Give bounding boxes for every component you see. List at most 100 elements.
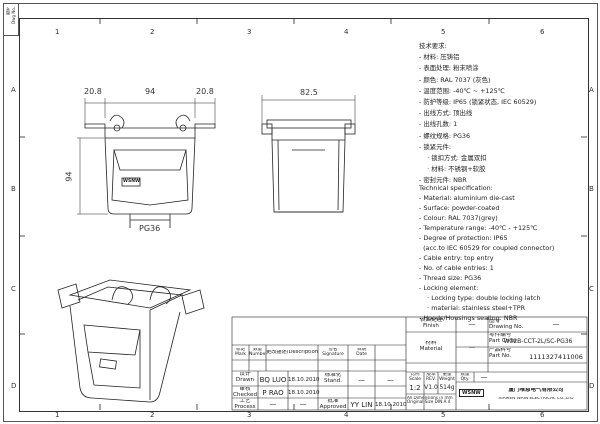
company-name-cn: 厦门唯恩电气有限公司: [508, 388, 564, 393]
col-signature: 签名 Signature: [322, 348, 344, 357]
stand-name: —: [358, 376, 365, 384]
company-logo: WSNW: [459, 389, 484, 397]
finish-value: —: [468, 320, 476, 328]
spec-cn-line: - 表面处理: 粉末喷涂: [419, 64, 479, 73]
spec-cn-line: - 密封元件: NBR: [419, 176, 467, 185]
finish-label: 表面处理 Finish: [419, 318, 443, 329]
company-name-en: XIAMEN WAIN ELECTRICAL CO.,LTD: [498, 397, 574, 401]
spec-cn-line: · 锁扣方式: 金属双扣: [419, 154, 487, 163]
checked-date: 18.10.2010: [288, 390, 320, 396]
dims-note: All Dimensions in mm Original Size DIN A…: [407, 396, 453, 405]
zone-left-d: D: [11, 382, 17, 390]
approved-name: YY LIN: [350, 401, 373, 409]
drawn-date: 18.10.2010: [288, 377, 320, 383]
zone-bottom-4: 4: [344, 411, 349, 419]
title-block-grid: [231, 316, 588, 411]
part-code-label: 零件编号 Part Code: [489, 333, 517, 344]
spec-en-line: - Colour: RAL 7037(grey): [419, 214, 498, 222]
spec-cn-line: - 防护等级: IP65 (锁紧状态, IEC 60529): [419, 98, 537, 107]
zone-top-2: 2: [150, 28, 155, 36]
spec-en-line: - Locking element:: [419, 284, 479, 292]
checked-label: 审核 Checked: [233, 387, 257, 398]
zone-right-b: B: [589, 185, 594, 193]
spec-cn: 技术要求:- 材料: 压铸铝- 表面处理: 粉末喷涂- 颜色: RAL 7037…: [419, 41, 536, 187]
zone-bottom-3: 3: [247, 411, 252, 419]
qty-value: —: [480, 373, 488, 381]
zone-top-5: 5: [441, 28, 446, 36]
dim-front-right: 20.8: [196, 87, 214, 96]
zone-left-a: A: [11, 86, 16, 94]
spec-cn-line: - 螺纹规格: PG36: [419, 131, 471, 140]
material-label: 材料 Material: [419, 341, 443, 352]
weight-label: 重量 Weight: [439, 373, 455, 382]
qty-label: 数量 Qty.: [460, 373, 470, 382]
spec-cn-line: - 颜色: RAL 7037 (灰色): [419, 75, 491, 84]
process-label: 工艺 Process: [234, 399, 256, 410]
spec-cn-heading: 技术要求:: [419, 42, 447, 50]
spec-en-heading: Technical specification:: [419, 184, 493, 192]
col-mark: 标记 Mark: [234, 348, 247, 357]
zone-bottom-1: 1: [55, 411, 60, 419]
zone-top-6: 6: [540, 28, 545, 36]
zone-bottom-2: 2: [150, 411, 155, 419]
spec-cn-line: - 锁紧元件:: [419, 142, 452, 151]
zone-left-b: B: [11, 185, 16, 193]
drawing-no-value: —: [552, 320, 560, 328]
front-view-hood: [77, 98, 216, 228]
spec-en-line: - Hoods/Housings sealing: NBR: [419, 314, 518, 322]
material-value: —: [468, 343, 476, 351]
isometric-view-hood: [57, 279, 205, 403]
rev-label: 版本 REV.: [426, 373, 436, 382]
process-name: —: [269, 400, 277, 408]
spec-en-line: - Thread size: PG36: [419, 274, 482, 282]
spec-cn-line: - 温度范围: -40℃ ~ +125℃: [419, 86, 505, 95]
approved-label: 批准 Approved: [319, 399, 347, 410]
part-code-value: W32B-CCT-2L/SC-PG36: [503, 338, 573, 345]
dim-side-width: 82.5: [300, 88, 318, 97]
col-date: 日期 Date: [356, 348, 367, 357]
checked-name: P RAO: [262, 389, 284, 397]
spec-cn-line: - 出线孔数: 1: [419, 120, 458, 129]
zone-right-d: D: [589, 382, 595, 390]
zone-top-1: 1: [55, 28, 60, 36]
zone-bottom-5: 5: [441, 411, 446, 419]
zone-left-c: C: [11, 285, 16, 293]
spec-cn-line: · 材料: 不锈钢+软胶: [419, 165, 486, 174]
spec-en-line: - Surface: powder-coated: [419, 204, 500, 212]
spec-en: Technical specification: - Material: alum…: [419, 183, 554, 323]
spec-en-line: - No. of cable entries: 1: [419, 264, 494, 272]
dim-front-left: 20.8: [84, 87, 102, 96]
spec-en-line: - Degree of protection: IP65: [419, 234, 508, 242]
zone-top-4: 4: [344, 28, 349, 36]
scale-label: 比例 Scale: [408, 373, 422, 382]
zone-right-c: C: [589, 285, 594, 293]
drawn-name: BQ LUO: [259, 376, 287, 384]
spec-en-line: (acc.to IEC 60529 for coupled connector): [419, 244, 555, 252]
drawing-no-label: 图号 Drawing No.: [489, 319, 524, 330]
process-date: —: [299, 400, 307, 408]
stand-date: —: [387, 376, 394, 384]
front-logo: WSNW: [123, 179, 140, 184]
weight-value: 514g: [439, 384, 455, 391]
drawing-number-strip: 图号 Dwg No.: [3, 3, 19, 36]
col-description: 更改描述/Description: [266, 350, 318, 355]
thread-label: PG36: [139, 224, 161, 233]
outer-border: [3, 3, 598, 422]
zone-top-3: 3: [247, 28, 252, 36]
dim-front-width: 94: [145, 87, 156, 96]
spec-en-line: · material: stainless steel+TPR: [419, 304, 526, 312]
zone-bottom-6: 6: [540, 411, 545, 419]
spec-en-line: · Locking type: double locking latch: [419, 294, 541, 302]
part-no-label: 产品料号 Part No.: [489, 348, 512, 359]
spec-en-line: - Material: aluminium die-cast: [419, 194, 515, 202]
spec-en-line: - Cable entry: top entry: [419, 254, 494, 262]
part-no-value: 1111327411006: [529, 353, 583, 361]
spec-en-line: - Temperature range: -40℃ - +125℃: [419, 224, 538, 232]
approved-date: 18.10.2010: [375, 402, 407, 408]
drawn-label: 设计 Drawn: [235, 372, 255, 383]
frame-ticks: [19, 18, 587, 410]
zone-right-a: A: [589, 86, 594, 94]
spec-cn-line: - 出线方式: 顶出线: [419, 109, 473, 118]
stand-label: 标准化 Stand.: [323, 373, 343, 384]
